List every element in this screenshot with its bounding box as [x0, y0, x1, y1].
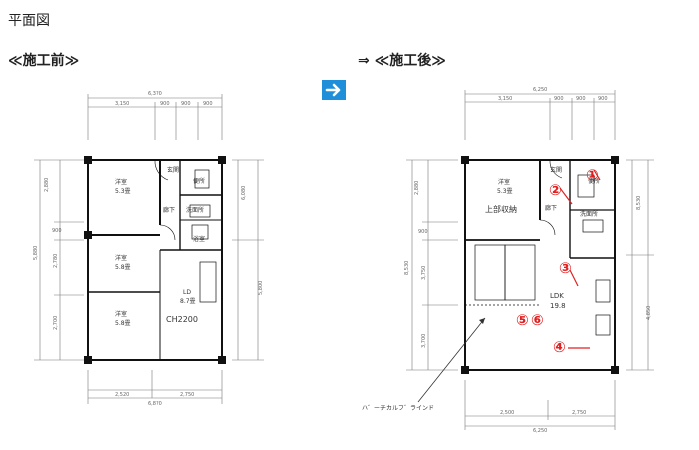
page-title: 平面図 [8, 13, 50, 29]
before-room2-size: 5.8畳 [115, 264, 131, 271]
after-ldk-size: 19.8 [550, 302, 566, 310]
after-dim-top-2: 900 [554, 96, 564, 102]
before-dim-left-3: 2,780 [53, 254, 59, 268]
marker-4: ④ [553, 338, 566, 356]
before-room-wc: 便所 [193, 177, 205, 185]
after-dim-bottom-1: 2,500 [500, 410, 514, 416]
after-blind-label: ハ゛ーチカルフ゛ラインド [362, 405, 434, 412]
after-dim-right-1: 8,530 [636, 196, 642, 210]
before-dim-bottom-total: 6,8?0 [148, 401, 162, 407]
after-dim-bottom-total: 6,250 [533, 428, 547, 434]
before-dim-top-total: 6,3?0 [148, 91, 162, 97]
after-room1-size: 5.3畳 [497, 188, 513, 195]
marker-1: ① [586, 166, 599, 184]
after-dim-left-4: 3,700 [421, 334, 427, 348]
marker-2: ② [549, 181, 562, 199]
before-room3-size: 5.8畳 [115, 320, 131, 327]
before-dim-left-1: 2,880 [44, 178, 50, 192]
before-dim-right-1: 6,080 [241, 186, 247, 200]
before-dim-left-4: 2,700 [53, 316, 59, 330]
after-room-hall: 廊下 [545, 204, 557, 212]
after-room1-label: 洋室 [498, 178, 510, 186]
after-dim-top-3: 900 [576, 96, 586, 102]
before-dim-top-3: 900 [181, 101, 191, 107]
after-room-wash: 洗面所 [580, 210, 598, 218]
before-heading: ≪施工前≫ [8, 53, 80, 69]
before-room-entry: 玄関 [167, 166, 179, 174]
after-floorplan: 6,250 3,150 900 900 900 2,500 2,750 6,25… [362, 87, 654, 434]
before-room1-size: 5.3畳 [115, 188, 131, 195]
after-storage-label: 上部収納 [485, 204, 517, 214]
after-dim-left-1: 2,880 [414, 181, 420, 195]
before-room-hall: 廊下 [163, 206, 175, 214]
next-arrow-icon[interactable] [322, 80, 346, 100]
after-dim-left-2: 900 [418, 229, 428, 235]
after-dim-left-total: 8,530 [404, 261, 410, 275]
before-room3-label: 洋室 [115, 310, 127, 318]
before-room1-label: 洋室 [115, 178, 127, 186]
arrow-right-icon [325, 83, 341, 97]
after-dim-top-total: 6,250 [533, 87, 547, 93]
after-room-wc: 便所 [588, 177, 600, 185]
after-dim-top-1: 3,150 [498, 96, 512, 102]
marker-3: ③ [559, 259, 572, 277]
before-room2-label: 洋室 [115, 254, 127, 262]
after-room-entry: 玄関 [550, 166, 562, 174]
before-ld-label: LD [183, 289, 191, 296]
after-heading: ⇒ ≪施工後≫ [358, 53, 446, 69]
before-dim-bottom-1: 2,520 [115, 392, 129, 398]
before-room-wash: 洗面所 [186, 206, 204, 214]
before-dim-right-2: 5,800 [258, 281, 264, 295]
after-dim-top-4: 900 [598, 96, 608, 102]
after-dim-left-3: 3,750 [421, 266, 427, 280]
before-dim-bottom-2: 2,750 [180, 392, 194, 398]
before-dim-left-total: 5,880 [33, 246, 39, 260]
before-ld-size: 8.7畳 [180, 298, 196, 305]
marker-6: ⑥ [531, 311, 544, 329]
before-dim-top-1: 3,150 [115, 101, 129, 107]
before-dim-top-4: 900 [203, 101, 213, 107]
after-dim-right-2: 4,850 [646, 306, 652, 320]
before-dim-top-2: 900 [160, 101, 170, 107]
before-floorplan: 6,3?0 3,150 900 900 900 2,520 2,750 6,8?… [33, 91, 264, 407]
before-room-bath: 浴室 [193, 235, 205, 243]
after-dim-bottom-2: 2,750 [572, 410, 586, 416]
after-ldk-label: LDK [550, 292, 564, 300]
before-ch-label: CH2200 [166, 315, 198, 324]
before-dim-left-2: 900 [52, 228, 62, 234]
marker-5: ⑤ [516, 311, 529, 329]
